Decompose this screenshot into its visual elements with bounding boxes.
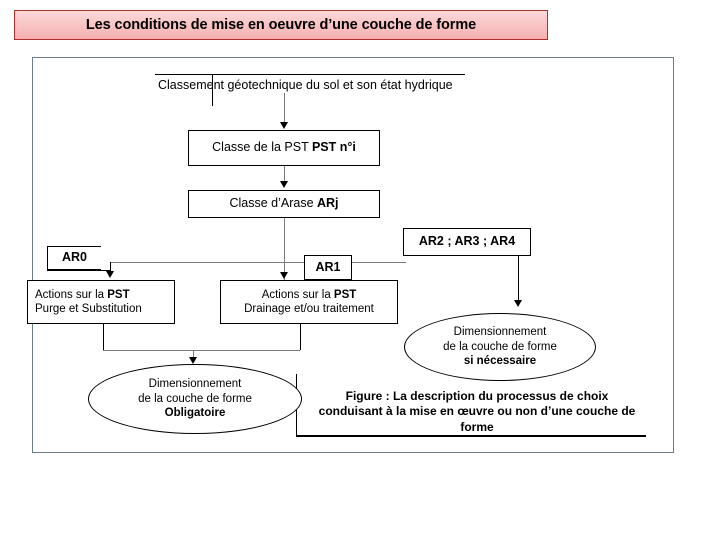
ellipse-left-line3: Obligatoire — [164, 407, 226, 420]
node-classe-pst-text: Classe de la PST PST n°i — [212, 140, 356, 155]
node-actions-pst-purge-line1: Actions sur la PST — [35, 288, 130, 301]
node-actions-pst-drainage[interactable]: Actions sur la PST Drainage et/ou traite… — [220, 280, 398, 324]
arrowhead-to-ellipse-left — [189, 357, 197, 364]
connector-purge-down — [103, 324, 104, 350]
caption-bracket-horizontal — [296, 435, 646, 437]
ellipse-right-line1: Dimensionnement — [453, 326, 547, 339]
figure-caption-line2: conduisant à la mise en œuvre ou non d’u… — [318, 404, 636, 419]
node-actions-pst-drainage-line1: Actions sur la PST — [261, 288, 357, 301]
node-ar1[interactable]: AR1 — [304, 255, 352, 280]
distribution-bus — [110, 262, 406, 263]
page-title: Les conditions de mise en oeuvre d’une c… — [85, 17, 477, 33]
connector-classement-to-pst — [284, 93, 285, 123]
node-ar0[interactable]: AR0 — [47, 246, 101, 270]
arrowhead-to-pst — [280, 122, 288, 129]
node-actions-pst-drainage-line2: Drainage et/ou traitement — [244, 303, 374, 315]
top-rule-tick — [212, 74, 213, 106]
arrowhead-to-drainage — [280, 272, 288, 279]
merge-bus — [103, 350, 300, 351]
connector-bus-to-purge — [110, 262, 111, 274]
node-dimensionnement-obligatoire[interactable]: Dimensionnement de la couche de forme Ob… — [88, 364, 302, 434]
node-dimensionnement-si-necessaire[interactable]: Dimensionnement de la couche de forme si… — [404, 313, 596, 381]
figure-caption-line1: Figure : La description du processus de … — [345, 389, 609, 403]
node-classe-arase-text: Classe d’Arase ARj — [229, 196, 339, 211]
ar0-underline — [47, 270, 110, 271]
node-actions-pst-purge[interactable]: Actions sur la PST Purge et Substitution — [27, 280, 175, 324]
node-actions-pst-purge-line2: Purge et Substitution — [35, 303, 142, 315]
node-ar1-label: AR1 — [315, 259, 341, 274]
ellipse-right-line2: de la couche de forme — [443, 340, 557, 353]
node-classe-arase[interactable]: Classe d’Arase ARj — [188, 190, 380, 218]
arrowhead-to-ellipse-right — [514, 300, 522, 307]
arrowhead-to-purge — [106, 271, 114, 278]
ellipse-left-line1: Dimensionnement — [148, 378, 242, 391]
figure-caption: Figure : La description du processus de … — [302, 389, 652, 435]
top-rule — [155, 74, 465, 75]
ellipse-right-line3: si nécessaire — [463, 355, 537, 368]
figure-caption-line3: forme — [460, 419, 494, 434]
node-ar0-label: AR0 — [61, 250, 87, 265]
node-ar2-ar3-ar4[interactable]: AR2 ; AR3 ; AR4 — [403, 228, 531, 256]
label-classement-geotechnique: Classement géotechnique du sol et son ét… — [158, 78, 453, 92]
connector-merge-to-ellipse-left — [193, 350, 194, 362]
connector-drainage-down — [300, 324, 301, 350]
connector-arase-trunk — [284, 218, 285, 280]
slide-title-banner: Les conditions de mise en oeuvre d’une c… — [14, 10, 548, 40]
node-ar2-ar3-ar4-label: AR2 ; AR3 ; AR4 — [418, 234, 516, 249]
connector-pst-to-arase — [284, 166, 285, 182]
arrowhead-to-arase — [280, 181, 288, 188]
node-classe-pst[interactable]: Classe de la PST PST n°i — [188, 130, 380, 166]
ellipse-left-line2: de la couche de forme — [138, 392, 252, 405]
connector-ar234-to-ellipse-right — [518, 256, 519, 304]
